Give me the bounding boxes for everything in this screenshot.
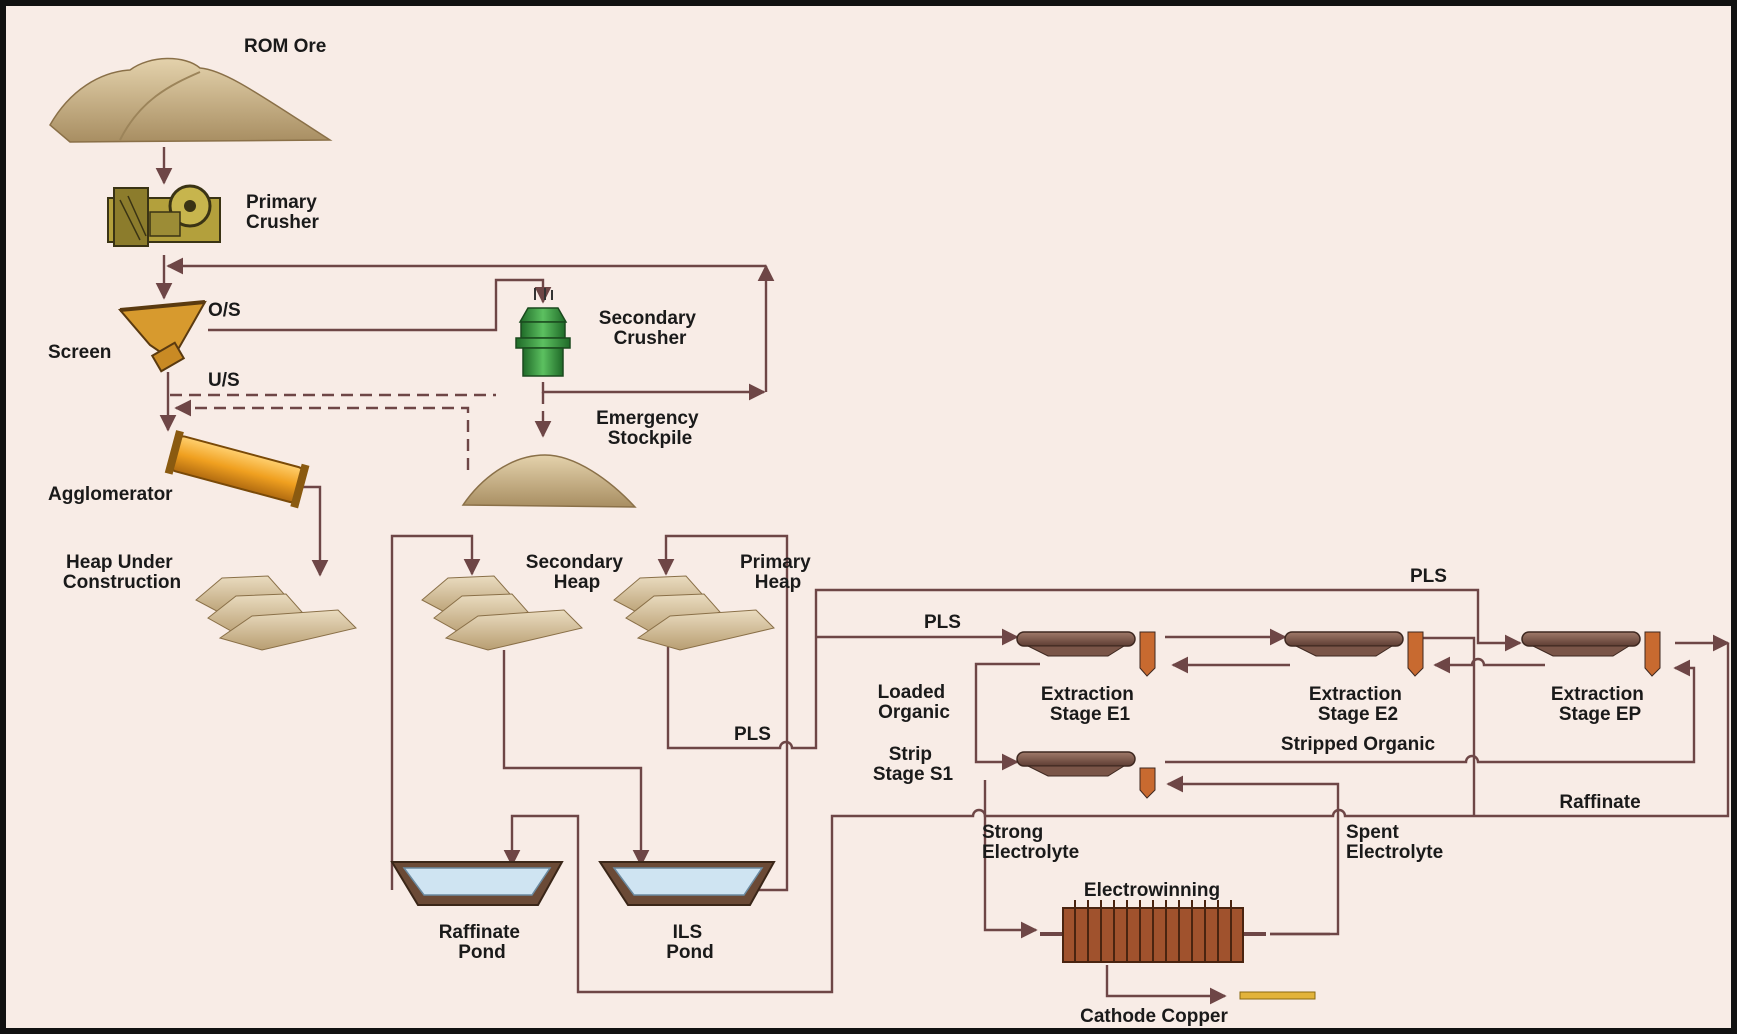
flow-agglomerator-to-heap [300,485,329,577]
rom-ore-pile [49,57,333,143]
flow-ew-to-cathode [1105,965,1227,1005]
node-labels: ROM Ore Primary Crusher Screen Secondary… [48,36,1649,1027]
label-stripped-organic: Stripped Organic [1281,734,1436,755]
label-strong-electrolyte: Strong Electrolyte [982,822,1079,863]
flow-ep-to-e2 [1433,656,1545,674]
label-cathode-copper: Cathode Copper [1080,1006,1228,1027]
flow-labels: O/S U/S PLS PLS PLS Loaded Organic Strip… [208,300,1641,863]
label-pls-heap: PLS [734,724,771,745]
label-electrowinning: Electrowinning [1084,880,1220,901]
flow-lines [155,147,1730,1005]
label-loaded-organic: Loaded Organic [878,682,951,723]
settler-ep [1521,631,1661,677]
primary-heap-pad [613,575,775,651]
label-primary-crusher: Primary Crusher [246,192,322,233]
label-raffinate-pond: Raffinate Pond [439,922,526,963]
label-rom-ore: ROM Ore [244,36,326,57]
label-strip-s1: Strip Stage S1 [873,744,954,785]
flow-raffinate-to-secondary-heap [390,534,481,890]
flow-strong-electrolyte [983,780,1038,939]
emergency-stockpile-pile [461,454,637,508]
label-screen: Screen [48,342,111,363]
label-heap-under-construction: Heap Under Construction [63,552,181,593]
label-oversize: O/S [208,300,241,321]
label-ils-pond: ILS Pond [666,922,714,963]
secondary-crusher-machine [515,288,571,377]
label-pls-top: PLS [1410,566,1447,587]
flow-secondary-heap-to-ils [502,650,650,867]
flow-primary-heap-pls [666,588,1522,750]
settler-s1 [1016,751,1156,799]
flow-ils-to-primary-heap [657,534,789,892]
label-secondary-heap: Secondary Heap [526,552,628,593]
flow-os-to-secondary [208,278,552,332]
label-pls-mid: PLS [924,612,961,633]
primary-crusher-machine [107,184,221,247]
secondary-heap-pad [421,575,583,651]
label-secondary-crusher: Secondary Crusher [599,308,701,349]
agglomerator-drum [164,430,310,509]
label-agglomerator: Agglomerator [48,484,173,505]
ils-pond-basin [598,861,776,906]
label-extraction-e2: Extraction Stage E2 [1309,684,1407,725]
raffinate-pond-basin [390,861,564,906]
electrowinning-cell [1040,900,1266,963]
label-undersize: U/S [208,370,240,391]
label-extraction-e1: Extraction Stage E1 [1041,684,1139,725]
flow-stripped-organic [1165,659,1696,764]
label-extraction-ep: Extraction Stage EP [1551,684,1649,725]
screen-equipment [117,300,207,373]
flow-stockpile-return-dashed [174,399,470,470]
label-spent-electrolyte: Spent Electrolyte [1346,822,1443,863]
label-emergency-stockpile: Emergency Stockpile [596,408,704,449]
label-primary-heap: Primary Heap [740,552,816,593]
flow-loaded-organic [974,662,1040,771]
label-raffinate: Raffinate [1559,792,1640,813]
heap-under-construction-pad [195,575,357,651]
settler-e1 [1016,631,1156,677]
cathode-copper-bar [1239,991,1316,1000]
settler-e2 [1284,631,1424,677]
